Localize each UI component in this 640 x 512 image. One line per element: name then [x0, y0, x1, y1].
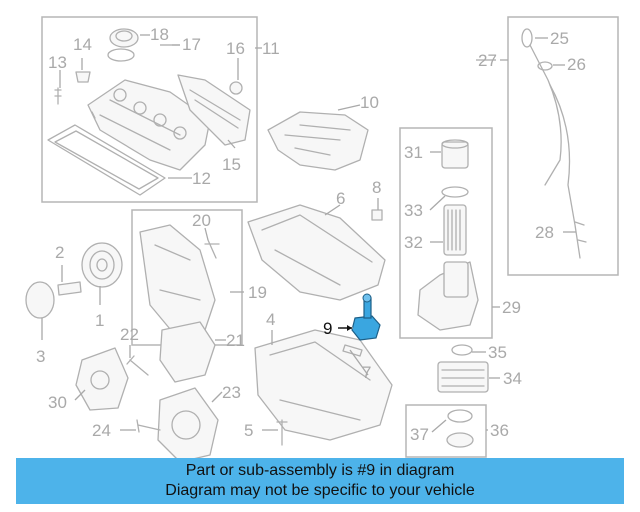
banner-line-2: Diagram may not be specific to your vehi…	[165, 482, 475, 499]
callout-16: 16	[226, 39, 245, 58]
callout-9[interactable]: 9	[323, 319, 332, 338]
intake-cover-part	[267, 111, 369, 171]
callout-20: 20	[192, 211, 211, 230]
shield-23-part	[157, 387, 219, 463]
callout-9-arrowhead	[347, 325, 352, 331]
callout-29: 29	[502, 298, 521, 317]
callout-7: 7	[362, 363, 371, 382]
callout-23: 23	[222, 383, 241, 402]
callout-6: 6	[336, 189, 345, 208]
callout-25: 25	[550, 29, 569, 48]
info-banner: Part or sub-assembly is #9 in diagram Di…	[16, 458, 624, 504]
cap-and-seal-part	[107, 28, 139, 62]
seal-group-box	[405, 404, 487, 458]
callout-1: 1	[95, 311, 104, 330]
bolt-22-part	[126, 355, 149, 376]
valve-cover-part	[87, 79, 211, 171]
callout-36: 36	[490, 421, 509, 440]
dipstick-group-box	[507, 16, 619, 276]
seal-26-part	[537, 61, 553, 71]
callout-15: 15	[222, 155, 241, 174]
group-label-dashes	[172, 44, 496, 61]
callout-2: 2	[55, 243, 64, 262]
bolt-2-part	[57, 281, 82, 296]
callout-14: 14	[73, 35, 92, 54]
crank-pulley-part	[81, 242, 123, 288]
gasket-7-part	[342, 344, 363, 357]
bolt-5-part	[276, 419, 288, 446]
filter-housing-29-part	[417, 261, 479, 331]
bolt-8-part	[371, 209, 383, 221]
filter-element-32-part	[443, 204, 467, 256]
callout-30: 30	[48, 393, 67, 412]
oil-pan-lower-part	[254, 329, 393, 441]
callout-10: 10	[360, 93, 379, 112]
oil-pump-pickup-part-9[interactable]	[351, 293, 381, 341]
cover-30-part	[75, 347, 129, 411]
callout-4: 4	[266, 310, 275, 329]
callout-26: 26	[567, 55, 586, 74]
seal-3-part	[25, 281, 55, 319]
banner-line-1: Part or sub-assembly is #9 in diagram	[185, 462, 455, 479]
dipstick-25-part	[521, 28, 562, 186]
callout-32: 32	[404, 233, 423, 252]
callout-5: 5	[244, 421, 253, 440]
callout-24: 24	[92, 421, 111, 440]
seal-35-part	[451, 344, 473, 356]
filter-cap-31-part	[441, 139, 469, 169]
callout-21: 21	[226, 331, 245, 350]
valve-cover-gasket-part	[47, 124, 166, 196]
callout-12: 12	[192, 169, 211, 188]
callout-13: 13	[48, 53, 67, 72]
oil-pan-upper-part	[247, 204, 386, 301]
callout-22: 22	[120, 325, 139, 344]
callout-17: 17	[182, 35, 201, 54]
bolt-24-part	[136, 419, 161, 433]
leader-lines	[41, 34, 576, 433]
dipstick-tube-28-part	[549, 84, 587, 259]
callout-3: 3	[36, 347, 45, 366]
callout-28: 28	[535, 223, 554, 242]
callout-34: 34	[503, 369, 522, 388]
callout-37: 37	[410, 425, 429, 444]
bolt-16-part	[229, 81, 243, 95]
valve-cover-group-box	[41, 16, 258, 203]
bolt-20-part	[204, 239, 220, 259]
oil-cooler-34-part	[437, 361, 489, 393]
seal-37-part	[446, 409, 474, 448]
callout-18: 18	[150, 25, 169, 44]
plug-part	[54, 71, 91, 105]
oil-filter-group-box	[399, 127, 493, 339]
callout-33: 33	[404, 201, 423, 220]
callout-35: 35	[488, 343, 507, 362]
bracket-21-part	[159, 321, 216, 383]
callout-19: 19	[248, 283, 267, 302]
callout-8: 8	[372, 178, 381, 197]
callout-11: 11	[262, 39, 280, 58]
heat-shield-part	[177, 74, 251, 146]
callout-31: 31	[404, 143, 423, 162]
timing-cover-part	[139, 224, 216, 336]
seal-33-part	[441, 186, 469, 198]
